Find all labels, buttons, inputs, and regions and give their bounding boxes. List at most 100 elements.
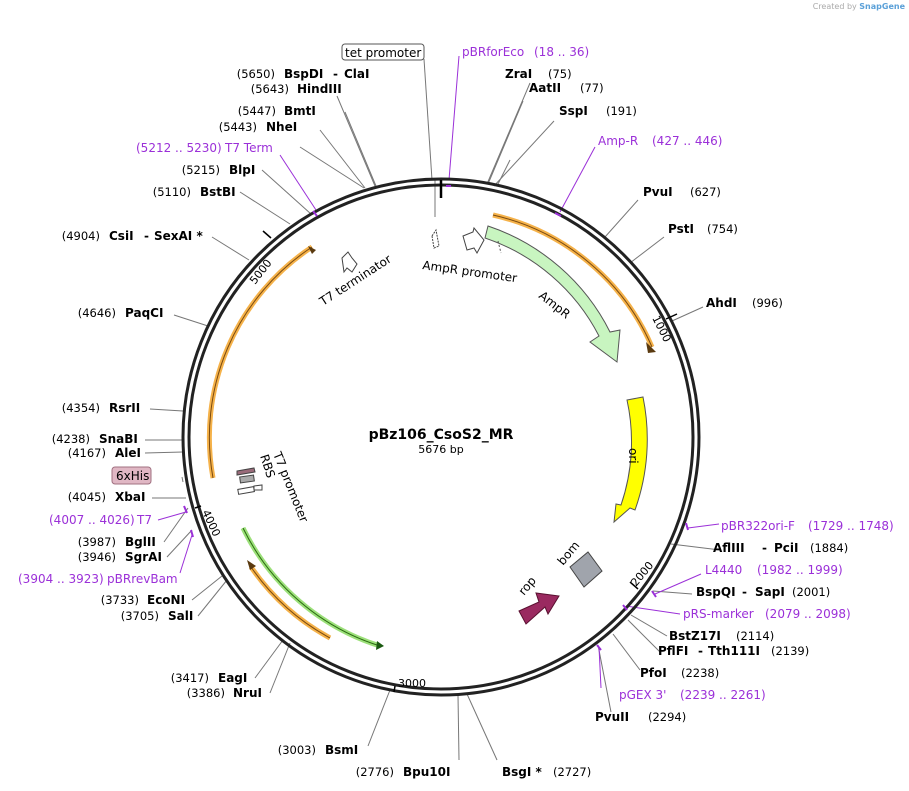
site-name: PvuII (595, 710, 629, 724)
site-name: CsiI (109, 229, 134, 243)
left-sites: (5650) BspDI - ClaI (5643) HindIII (5447… (52, 67, 592, 779)
tick-label-3000: 3000 (398, 677, 426, 690)
site-name: SalI (168, 609, 193, 623)
primer-range: (4007 .. 4026) (49, 513, 135, 527)
orf-arrowheads (247, 246, 656, 650)
ampr-promoter-label: AmpR promoter (422, 258, 518, 285)
primer-name: T7 (136, 513, 152, 527)
primer-range: (2239 .. 2261) (680, 688, 766, 702)
site-pos: (2294) (648, 710, 686, 724)
site-name: BspDI (284, 67, 323, 81)
t7-promoter-region (236, 467, 263, 495)
site-name-alt: SapI (755, 585, 785, 599)
site-pos: (3386) (187, 686, 225, 700)
site-pos: (5443) (219, 120, 257, 134)
primer-range: (2079 .. 2098) (765, 607, 851, 621)
site-sep: - (762, 541, 767, 555)
site-pos: (4167) (68, 446, 106, 460)
site-pos: (2001) (792, 585, 830, 599)
site-pos: (5447) (238, 104, 276, 118)
primer-name: pBR322ori-F (721, 519, 795, 533)
site-sep: - (333, 67, 338, 81)
rop-feature[interactable] (518, 592, 560, 625)
primer-name: Amp-R (598, 134, 638, 148)
site-name: EagI (218, 671, 247, 685)
site-name: AatII (529, 81, 561, 95)
site-pos: (4045) (68, 490, 106, 504)
site-name: BglII (125, 535, 156, 549)
site-pos: (75) (548, 67, 572, 81)
site-name: NruI (233, 686, 262, 700)
site-pos: (2114) (736, 629, 774, 643)
site-pos: (2727) (553, 765, 591, 779)
site-name: AleI (115, 446, 141, 460)
site-name-alt: ClaI (344, 67, 369, 81)
site-pos: (5650) (237, 67, 275, 81)
position-ticks (194, 230, 678, 693)
tet-promoter-label: tet promoter (345, 46, 421, 60)
site-pos: (4904) (62, 229, 100, 243)
primer-name: L4440 (705, 563, 742, 577)
ampr-promoter-arrow[interactable] (462, 226, 485, 255)
primer-labels: pBRforEco (18 .. 36) Amp-R (427 .. 446) … (18, 45, 894, 702)
site-sep: - (698, 644, 703, 658)
primer-name: pBRrevBam (107, 572, 178, 586)
site-name-alt: SexAI * (154, 229, 203, 243)
site-pos: (3733) (101, 593, 139, 607)
site-pos: (5215) (182, 163, 220, 177)
site-pos: (1884) (810, 541, 848, 555)
site-name: BspQI (696, 585, 736, 599)
site-name: BsgI * (502, 765, 543, 779)
tet-promoter-arrow[interactable] (431, 228, 440, 249)
t7-terminator-label: T7 terminator (316, 252, 394, 309)
ampr-feature[interactable] (484, 225, 621, 363)
site-sep: - (742, 585, 747, 599)
primer-range: (18 .. 36) (534, 45, 589, 59)
6xhis-box (111, 466, 152, 485)
site-name: NheI (266, 120, 297, 134)
site-pos: (4238) (52, 432, 90, 446)
site-pos: (191) (606, 104, 637, 118)
right-sites: ZraI (75) AatII (77) SspI (191) PvuI (62… (505, 67, 848, 724)
site-name: Bpu10I (403, 765, 450, 779)
site-name: BsmI (325, 743, 358, 757)
orf-arcs (206, 212, 655, 649)
credit-text: Created by (812, 2, 857, 11)
backbone-outer-strand (181, 177, 701, 697)
site-pos: (77) (580, 81, 604, 95)
site-pos: (3417) (171, 671, 209, 685)
ori-feature[interactable] (613, 396, 648, 524)
t7-terminator-shape[interactable] (341, 251, 358, 274)
site-name: SspI (559, 104, 588, 118)
site-pos: (627) (690, 185, 721, 199)
site-pos: (2776) (356, 765, 394, 779)
site-pos: (5110) (153, 185, 191, 199)
site-pos: (4646) (78, 306, 116, 320)
site-pos: (754) (707, 222, 738, 236)
primer-range: (427 .. 446) (652, 134, 722, 148)
site-name-alt: PciI (774, 541, 799, 555)
site-name: BstZ17I (669, 629, 721, 643)
site-name-alt: Tth111I (708, 644, 760, 658)
plasmid-name: pBz106_CsoS2_MR (369, 427, 514, 443)
site-name: PvuI (643, 185, 673, 199)
site-name: XbaI (115, 490, 145, 504)
tet-promoter-box (341, 43, 425, 61)
site-pos: (3705) (121, 609, 159, 623)
bom-feature[interactable] (569, 551, 603, 588)
t7-promoter-label: T7 promoter (270, 449, 311, 524)
site-pos: (3946) (78, 550, 116, 564)
primer-range: (1982 .. 1999) (757, 563, 843, 577)
leader-lines (144, 58, 721, 761)
primer-name: T7 Term (224, 141, 273, 155)
site-pos: (4354) (62, 401, 100, 415)
site-name: SnaBI (99, 432, 138, 446)
6xhis-label: 6xHis (116, 469, 149, 483)
site-name: PstI (668, 222, 694, 236)
primer-name: pBRforEco (462, 45, 524, 59)
site-name: PfoI (640, 666, 667, 680)
site-sep: - (144, 229, 149, 243)
primer-marks (183, 185, 689, 651)
